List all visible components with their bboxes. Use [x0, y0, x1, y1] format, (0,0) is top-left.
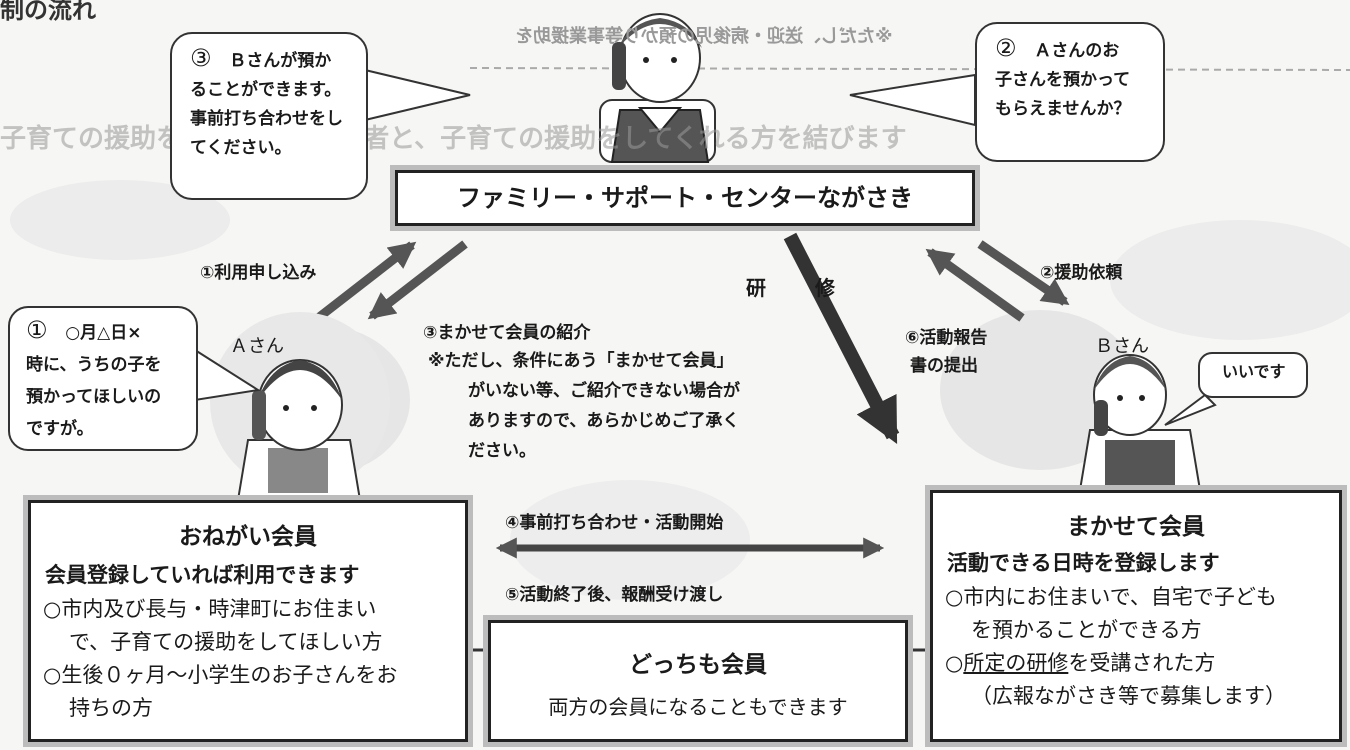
onegai-line: ○生後０ヶ月～小学生のお子さんをお [43, 663, 398, 687]
bubble-3-tail [364, 68, 471, 122]
makasete-line3-underlined: 所定の研修 [963, 651, 1069, 675]
docchi-member-box: どっちも会員 両方の会員になることもできます [488, 620, 908, 742]
flow-training-label-2: 修 [815, 276, 835, 300]
intro-note-line: がいない等、ご紹介できない場合が [468, 381, 740, 401]
onegai-member-box: おねがい会員 会員登録していれば利用できます ○市内及び長与・時津町にお住まい … [28, 500, 468, 742]
makasete-line3-prefix: ○ [945, 651, 964, 675]
bubble-b-tail [1164, 393, 1217, 426]
header-title-partial: 制の流れ [0, 0, 96, 24]
banner-partial: 子育ての援助をしてほしい保護者と、子育ての援助をしてくれる方を結びます [0, 124, 907, 154]
bubble-2-line: Ａさんのお [1034, 41, 1120, 61]
bubble-2-number: ② [995, 34, 1017, 62]
speech-bubble-1: ① ○月△日× 時に、うちの子を 預かってほしいの ですが。 [8, 306, 198, 451]
makasete-line: （広報ながさき等で募集します） [971, 684, 1286, 708]
person-a-illustration [210, 312, 390, 501]
intro-note-line: ありますので、あらかじめご了承く [468, 411, 740, 431]
onegai-line: で、子育ての援助をしてほしい方 [69, 630, 383, 654]
bubble-3-line: てください。 [190, 138, 292, 158]
header-note-partial: ※ただし、送迎・病後児の預かり等事業援助を [515, 26, 893, 47]
makasete-line3-suffix: を受講された方 [1068, 651, 1216, 675]
family-support-center-box: ファミリー・サポート・センターながさき [395, 170, 975, 226]
flow-training-label-1: 研 [746, 276, 766, 300]
bubble-1-number: ① [26, 316, 48, 344]
bubble-2-line: もらえませんか？ [995, 99, 1131, 119]
makasete-subtitle: 活動できる日時を登録します [947, 551, 1220, 575]
speech-bubble-3-text: ③ Ｂさんが預か ることができます。 事前打ち合わせをし てください。 [190, 44, 343, 163]
operator-illustration [599, 13, 716, 163]
flow-report-label-2: 書の提出 [910, 356, 978, 376]
speech-bubble-3: ③ Ｂさんが預か ることができます。 事前打ち合わせをし てください。 [170, 32, 368, 200]
bubble-3-number: ③ [190, 44, 212, 72]
person-b-label: Ｂさん [1095, 336, 1149, 357]
docchi-title: どっちも会員 [629, 652, 767, 678]
speech-bubble-2: ② Ａさんのお 子さんを預かって もらえませんか？ [975, 22, 1165, 162]
makasete-title: まかせて会員 [1067, 514, 1205, 540]
person-a-label: Ａさん [230, 336, 284, 357]
flow-report-label-1: ⑥活動報告 [905, 328, 988, 348]
docchi-subtitle: 両方の会員になることもできます [548, 695, 848, 719]
bubble-1-line: 時に、うちの子を [26, 355, 162, 375]
bubble-3-line: Ｂさんが預か [229, 51, 332, 71]
onegai-line: 持ちの方 [69, 696, 153, 720]
arrow-apply [315, 241, 417, 322]
center-label: ファミリー・サポート・センターながさき [457, 184, 913, 212]
arrow-training [783, 232, 900, 444]
bg-blob [10, 180, 230, 260]
flow-request-label: ②援助依頼 [1040, 263, 1123, 283]
flow-intro-note: ※ただし、条件にあう「まかせて会員」 がいない等、ご紹介できない場合が あります… [428, 346, 740, 466]
flow-prep-label: ④事前打ち合わせ・活動開始 [505, 513, 724, 533]
makasete-line: ○所定の研修を受講された方 [945, 647, 1215, 680]
bg-blob [1110, 220, 1350, 340]
arrow-report [925, 248, 1025, 322]
bubble-b-text: いいです [1222, 362, 1286, 381]
makasete-line: を預かることができる方 [971, 618, 1202, 642]
makasete-line: ○市内にお住まいで、自宅で子ども [945, 585, 1277, 609]
onegai-line: ○市内及び長与・時津町にお住まい [43, 597, 377, 621]
speech-bubble-2-text: ② Ａさんのお 子さんを預かって もらえませんか？ [995, 34, 1131, 124]
onegai-title: おねがい会員 [179, 524, 317, 550]
arrow-intro [367, 240, 468, 320]
bubble-1-line: ですが。 [26, 419, 94, 439]
bubble-1-line: 預かってほしいの [26, 387, 162, 407]
intro-note-line: ※ただし、条件にあう「まかせて会員」 [428, 351, 734, 371]
flow-apply-label: ①利用申し込み [200, 263, 317, 283]
onegai-subtitle: 会員登録していれば利用できます [45, 563, 360, 587]
intro-note-line: ださい。 [468, 441, 536, 461]
speech-bubble-1-text: ① ○月△日× 時に、うちの子を 預かってほしいの ですが。 [26, 314, 162, 445]
arrow-request [977, 240, 1070, 306]
bubble-2-line: 子さんを預かって [995, 70, 1131, 90]
bubble-3-line: ることができます。 [190, 80, 342, 100]
speech-bubble-b: いいです [1198, 352, 1308, 398]
makasete-member-box: まかせて会員 活動できる日時を登録します ○市内にお住まいで、自宅で子ども を預… [930, 490, 1342, 742]
flow-payment-label: ⑤活動終了後、報酬受け渡し [505, 585, 724, 605]
flow-intro-label: ③まかせて会員の紹介 [423, 323, 591, 343]
bubble-3-line: 事前打ち合わせをし [190, 109, 343, 129]
person-b-illustration [1078, 354, 1202, 491]
dashed-divider [469, 67, 1350, 71]
bubble-1-line: ○月△日× [65, 323, 142, 343]
